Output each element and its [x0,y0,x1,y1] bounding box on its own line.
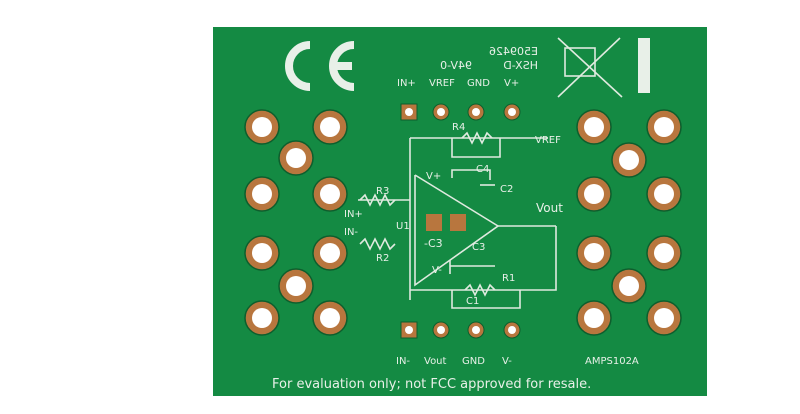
label-top-vplus: V+ [504,78,519,89]
pad-hole [286,276,306,296]
label-top-in-plus: IN+ [397,78,416,89]
label-bottom-gnd: GND [462,356,485,367]
pad-hole [320,117,340,137]
header-pad-hole [405,326,413,334]
code-94v: 94V-0 [440,59,472,72]
pad-hole [320,184,340,204]
code-ul: E509426 [489,45,538,58]
c3-pad-1 [426,214,442,231]
label-bottom-vout: Vout [424,356,447,367]
manufacturer-codes: E509426 HSX-D 94V-0 [440,45,538,72]
pad-hole [654,243,674,263]
label-c2: C2 [500,184,513,195]
label-vref: VREF [535,135,561,146]
weee-bin-icon [557,37,623,98]
label-u1: U1 [396,221,410,232]
pad-hole [584,184,604,204]
label-r4: R4 [452,122,465,133]
header-pad-hole [472,108,480,116]
pad-hole [252,243,272,263]
schematic-silkscreen [358,131,557,309]
pad-hole [654,184,674,204]
header-pad-hole [508,326,516,334]
pad-hole [654,117,674,137]
label-c3: C3 [472,242,485,253]
header-pad-hole [437,108,445,116]
ce-mark [285,41,355,91]
label-r3: R3 [376,186,389,197]
pad-hole [584,117,604,137]
header-pad-hole [437,326,445,334]
pad-hole [619,150,639,170]
label-top-vref: VREF [429,78,455,89]
label-vplus: V+ [426,171,441,182]
code-hsx: HSX-D [503,59,538,72]
pad-hole [252,308,272,328]
label-in-minus: IN- [344,227,358,238]
part-number: AMPS102A [585,356,639,367]
label-vminus: V- [432,265,442,276]
c3-pad-2 [450,214,466,231]
label-bottom-vminus: V- [502,356,512,367]
label-vout: Vout [536,201,563,215]
label-c3-polar: -C3 [424,237,443,250]
pad-hole [584,308,604,328]
pad-hole [584,243,604,263]
label-in-plus: IN+ [344,209,363,220]
pad-hole [286,148,306,168]
header-pad-hole [508,108,516,116]
pad-hole [619,276,639,296]
mounting-pads [244,109,682,336]
label-top-gnd: GND [467,78,490,89]
label-r2: R2 [376,253,389,264]
pad-hole [252,184,272,204]
label-bottom-in-minus: IN- [396,356,410,367]
pad-hole [654,308,674,328]
label-r1: R1 [502,273,515,284]
pad-hole [320,308,340,328]
label-c1: C1 [466,296,479,307]
pad-hole [252,117,272,137]
header-pad-hole [405,108,413,116]
weee-bar [638,38,650,93]
label-c4: C4 [476,164,489,175]
pcb-board [213,27,707,396]
disclaimer-text: For evaluation only; not FCC approved fo… [272,377,591,392]
pad-hole [320,243,340,263]
header-pad-hole [472,326,480,334]
header-pads [400,103,521,339]
